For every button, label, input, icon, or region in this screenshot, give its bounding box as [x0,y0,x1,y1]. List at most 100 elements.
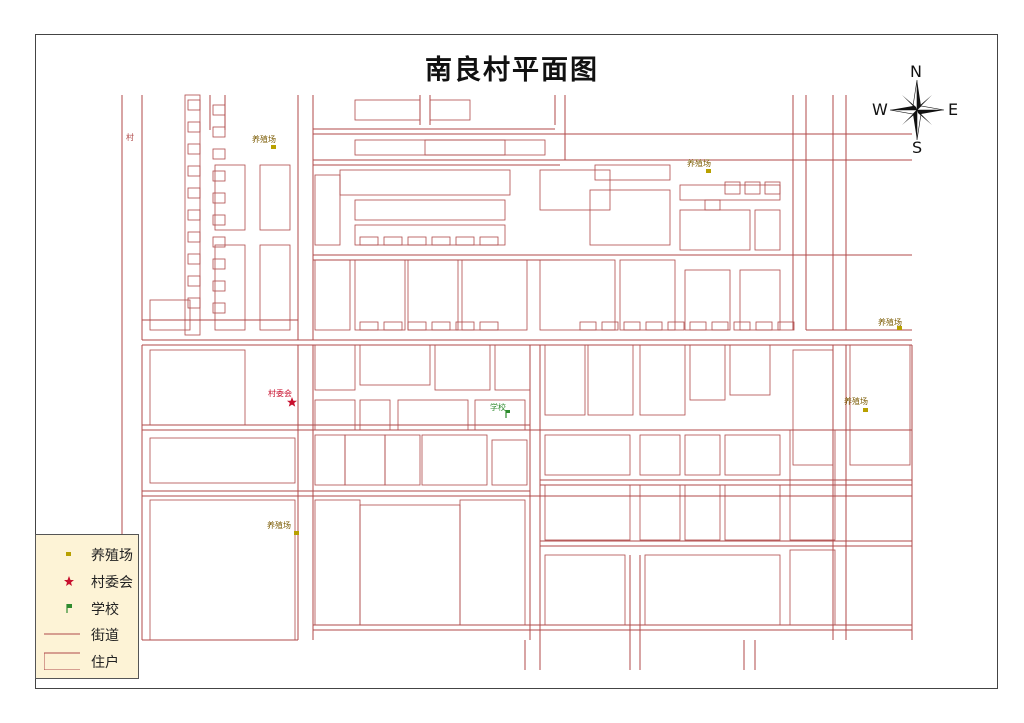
household-block [431,321,451,331]
household-block [339,169,511,196]
household-block [431,236,451,246]
household-block [354,199,506,221]
household-block [314,499,361,626]
household-block [491,439,528,486]
household-block [359,321,379,331]
household-block [587,344,634,416]
household-block [212,302,226,314]
school-label: 学校 [490,402,506,412]
household-block [187,253,201,265]
household-block [539,259,616,331]
household-block [789,549,836,626]
legend-item-school: 学校 [36,595,138,621]
farm-label-ne: 养殖场 [687,158,711,168]
household-block [455,236,475,246]
household-block [314,174,341,246]
farm-marker [294,531,299,535]
household-block [777,321,795,331]
household-block [354,259,406,331]
household-block [421,434,488,486]
street-network [121,95,913,670]
household-block [644,554,781,626]
household-block [684,434,721,476]
legend-label-household: 住户 [91,655,119,671]
household-block [187,187,201,199]
household-block [187,275,201,287]
household-blocks [149,94,911,641]
household-block [479,236,499,246]
farm-marker [706,169,711,173]
village-committee-star-icon [287,397,297,407]
compass-north-label: N [910,62,922,81]
household-block [434,344,491,391]
star-icon [64,576,74,586]
household-block [623,321,641,331]
household-block [314,399,356,431]
poi-markers [271,145,902,535]
household-block [187,231,201,243]
household-block [344,434,386,486]
household-block [459,499,526,626]
farm-label-e1: 养殖场 [878,317,902,327]
household-block [407,259,459,331]
household-block [754,209,781,251]
household-block [184,94,201,336]
household-block [359,504,461,626]
compass-south-label: S [912,138,923,157]
household-block [455,321,475,331]
farm-marker [863,408,868,412]
household-block [479,321,499,331]
household-block [212,170,226,182]
household-block [314,259,351,331]
household-block [764,181,781,195]
household-block [212,214,226,226]
household-block [212,126,226,138]
household-block [739,269,781,331]
household-block [212,104,226,116]
household-block [639,434,681,476]
household-block [359,399,391,431]
farm-marker [897,326,902,330]
household-block [792,349,834,466]
legend-item-household: 住户 [36,648,138,674]
household-block [314,434,346,486]
map-legend: 养殖场 村委会 学校 街道 住户 [35,534,139,679]
household-block [594,164,671,181]
legend-label-farm: 养殖场 [91,548,133,564]
legend-item-farm: 养殖场 [36,541,138,567]
household-block [494,344,531,391]
household-block [429,99,471,121]
household-block [354,224,506,246]
household-block [849,344,911,466]
farm-marker-icon [66,552,71,556]
household-block [789,429,836,486]
household-block [711,321,729,331]
household-block [733,321,751,331]
household-block [679,209,751,251]
household-block [461,259,528,331]
household-block [689,344,726,401]
household-block [667,321,685,331]
household-block [744,181,761,195]
household-block [212,236,226,248]
household-block [544,344,586,416]
compass-star-icon [889,79,945,141]
household-block [214,164,246,231]
household-block [639,344,686,416]
household-block [149,499,296,641]
legend-item-committee: 村委会 [36,568,138,594]
household-block [149,437,296,484]
street-line-icon [44,633,80,635]
flag-icon [66,604,72,613]
household-block [187,165,201,177]
household-block [187,297,201,309]
household-block [359,344,431,386]
household-block [187,209,201,221]
compass-rose: N S W E [872,62,962,158]
household-block [729,344,771,396]
household-block [724,181,741,195]
farm-marker [271,145,276,149]
household-block [474,399,526,431]
household-block [589,189,671,246]
